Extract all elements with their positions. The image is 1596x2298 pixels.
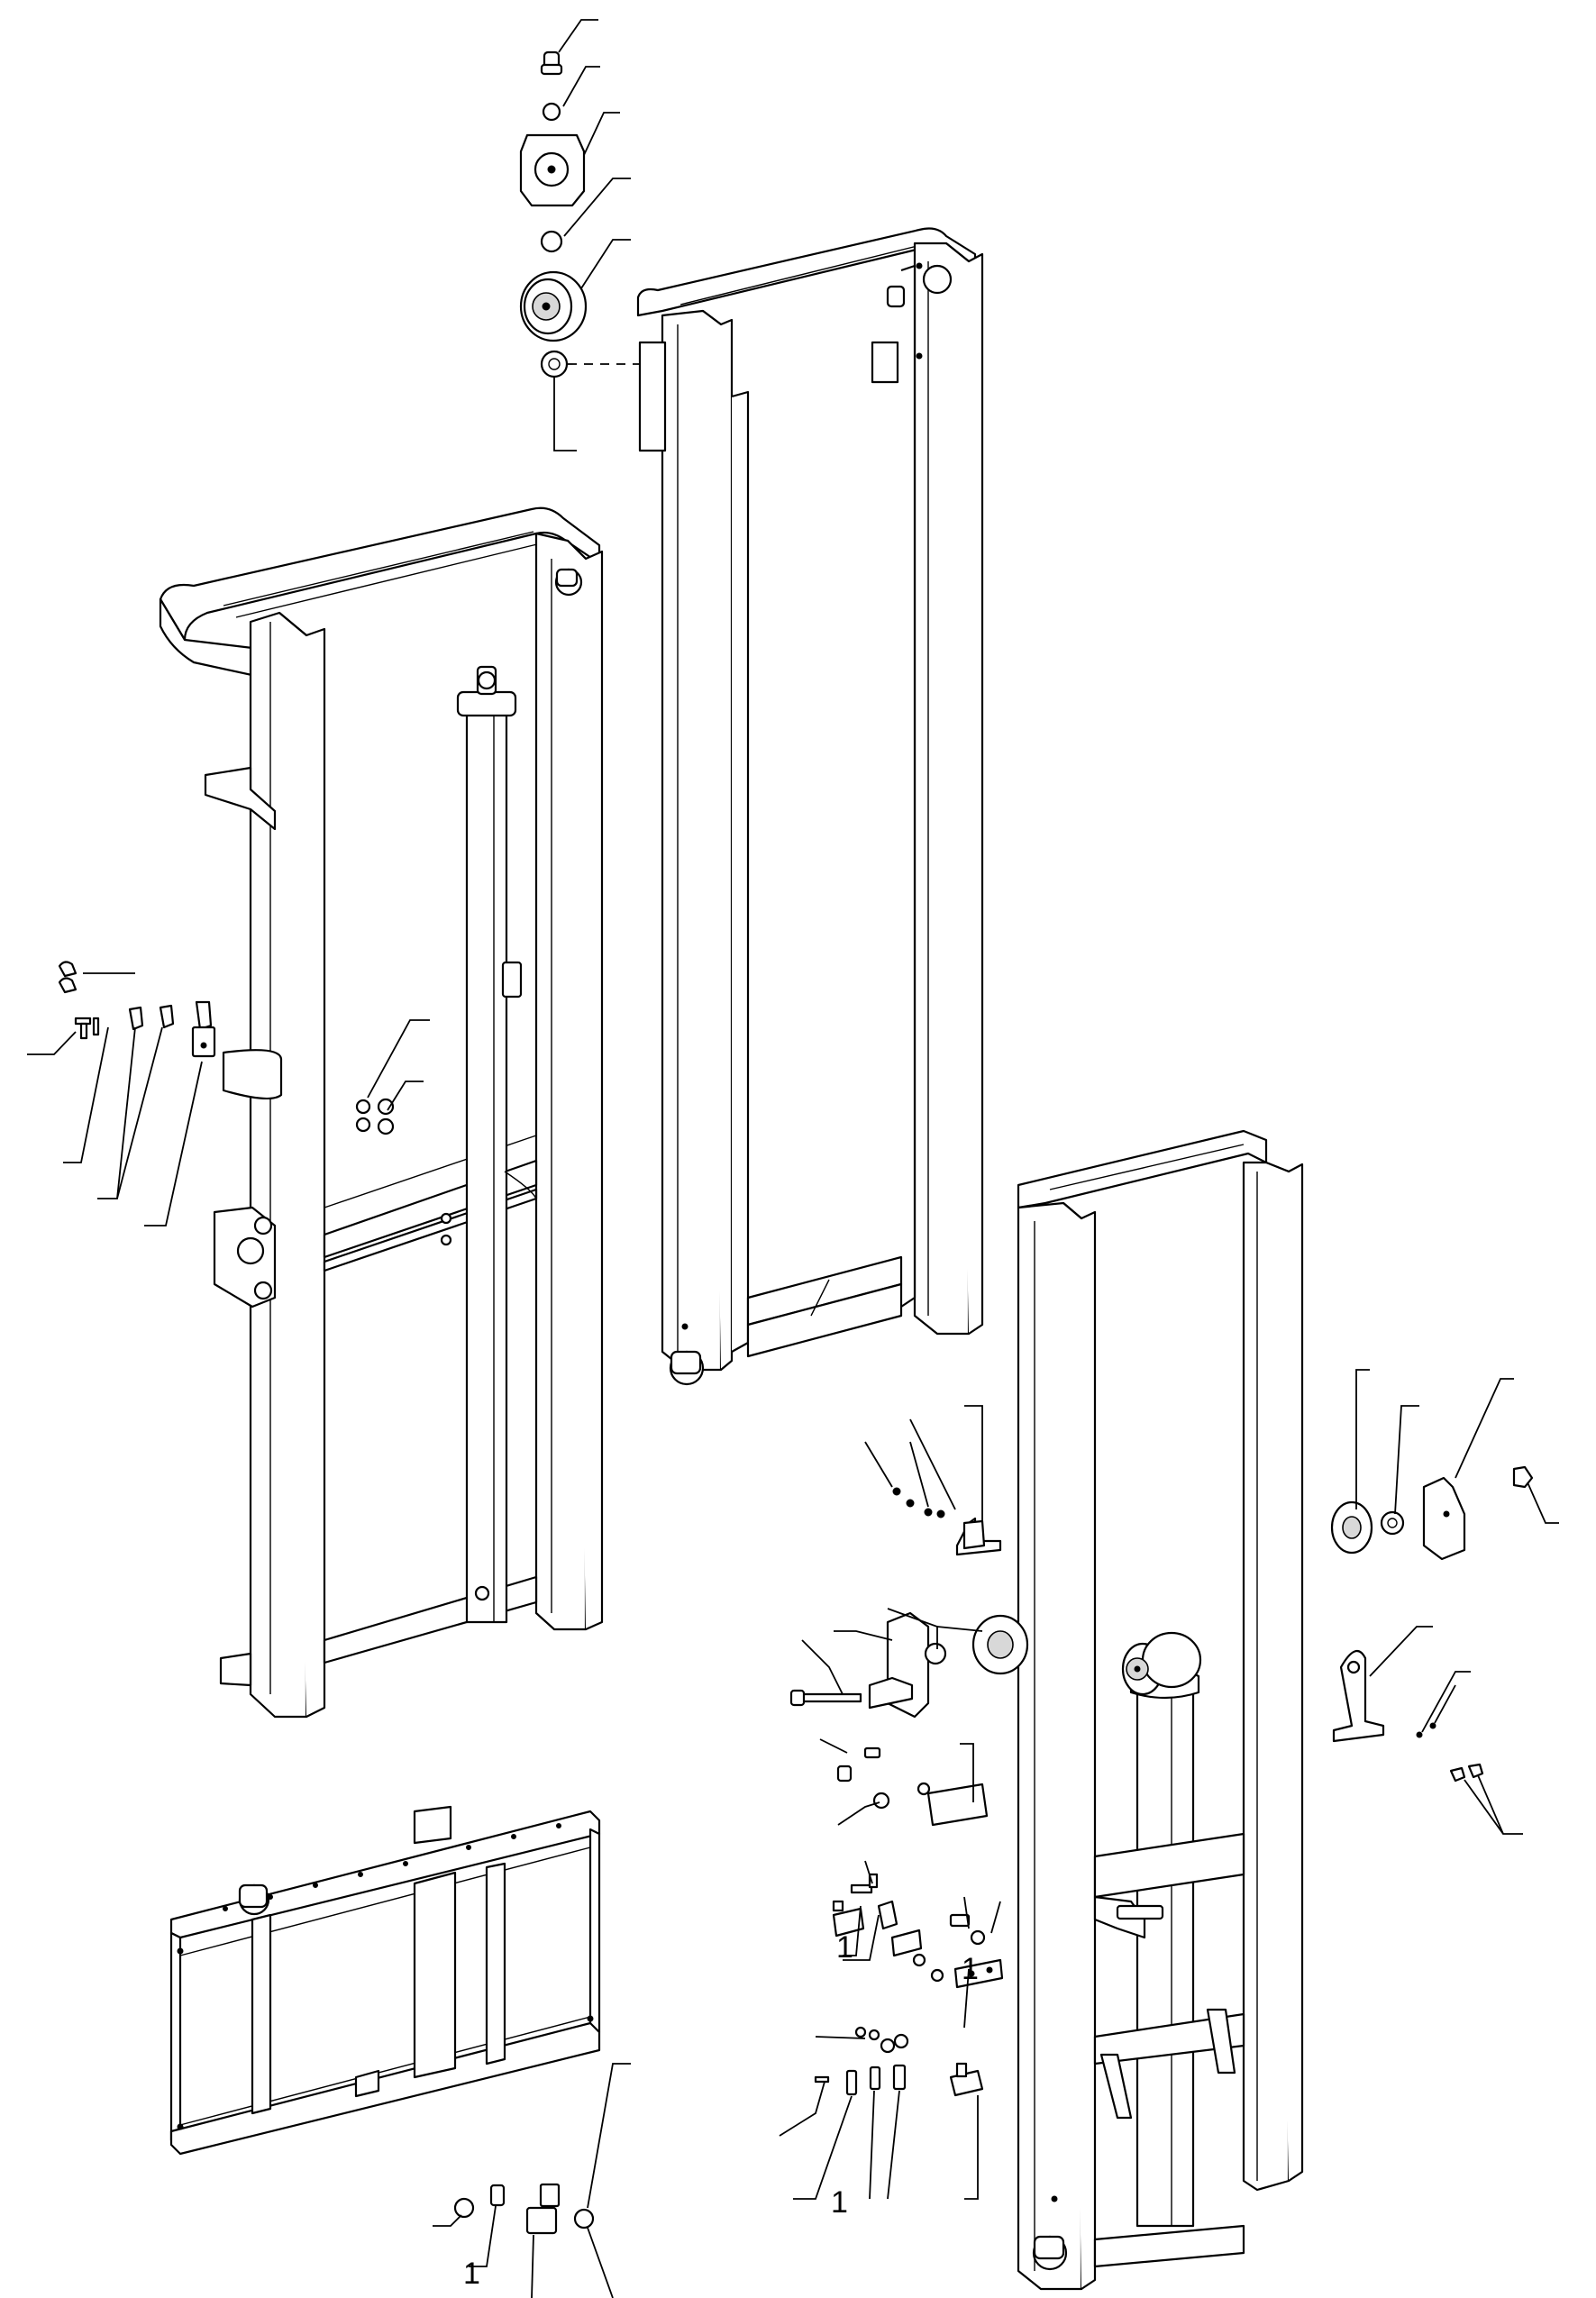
center-hardware-leaders [779,1405,1001,2200]
right-mast [1017,1129,1304,2291]
cylinder-mount-bolts [355,1098,395,1135]
left-hardware-set [27,961,216,1227]
carriage-top-holes [223,1823,561,1911]
top-bolt [540,50,563,76]
clip-pair [58,961,78,994]
roller-bracket [519,133,586,207]
center-hardware [789,1487,1029,2097]
top-washer [542,102,561,122]
outer-mast [159,506,604,1719]
callout-fragment: 1 [836,1930,853,1965]
sheave-roller [519,270,588,342]
carriage-hardware [433,2063,631,2298]
callout-fragment: 1 [463,2257,480,2291]
roller-pin [540,350,569,378]
top-stack-leaders [553,19,631,451]
spacer-washer [540,230,563,253]
small-bolt-set [74,1000,216,1058]
cylinder-top-sheave [1121,1631,1202,1696]
callout-fragment: 1 [962,1952,979,1986]
callout-fragments: 1 1 1 1 [463,1930,979,2291]
callout-fragment: 1 [831,2185,848,2220]
fork-carriage [169,1805,601,2156]
inner-mast [636,227,984,1386]
right-hardware-leaders [1355,1369,1559,1835]
right-hardware [1330,1465,1534,1783]
outer-mast-leaders [367,1019,430,1111]
top-roller-assembly [519,50,649,378]
